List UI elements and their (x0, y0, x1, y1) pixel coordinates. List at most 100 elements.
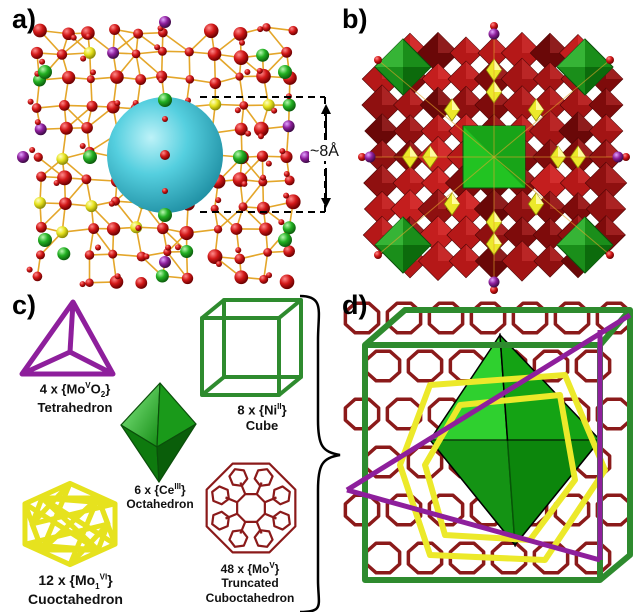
oxygen-atom (244, 69, 251, 76)
oxygen-atom (245, 130, 252, 137)
oxygen-atom (114, 273, 121, 280)
oxygen-atom (135, 74, 147, 85)
mo-oxo-atom (364, 151, 376, 163)
ni-atom (83, 150, 97, 164)
polyhedron-face (550, 62, 567, 79)
oxygen-atom (160, 150, 170, 160)
cuoct-edge (23, 501, 100, 553)
bond (162, 31, 190, 53)
cuoct-edge (40, 495, 117, 547)
tc-hexagon (228, 468, 249, 487)
polyhedron-face (382, 113, 400, 131)
oxygen-atom (31, 103, 42, 113)
bond (262, 252, 269, 280)
polyhedron-face (606, 62, 623, 79)
oxygen-atom (213, 225, 223, 234)
polyhedron-face (438, 241, 458, 261)
oxygen-atom (56, 49, 68, 60)
oxygen-atom (62, 70, 76, 85)
d-ring (406, 541, 444, 575)
ni-atom (256, 48, 270, 62)
polyhedron-face (606, 87, 624, 105)
polyhedron-face (438, 114, 455, 131)
oxygen-atom (95, 244, 102, 251)
oxygen-atom (234, 122, 248, 136)
d-ring (490, 541, 528, 575)
polyhedron-face (550, 33, 570, 53)
octahedron-face (585, 67, 613, 95)
tc-octagon (236, 493, 266, 523)
panel-a-ball-and-stick-structure (17, 16, 312, 290)
polyhedron-face (494, 211, 502, 222)
oxygen-atom (33, 152, 43, 162)
octahedron-face (403, 67, 431, 95)
polyhedron-face (522, 85, 542, 105)
oxygen-atom (162, 116, 168, 122)
oxygen-atom (374, 251, 382, 259)
tc-outline (205, 462, 297, 554)
oxygen-atom (135, 225, 142, 232)
oxygen-atom (179, 225, 194, 241)
label-tetrahedron: 4 x {MoVO2} Tetrahedron (37, 381, 113, 415)
oxygen-atom (271, 107, 278, 114)
mo-oxo-atom (159, 16, 171, 28)
oxygen-atom (35, 250, 45, 260)
polyhedron-face (578, 137, 598, 157)
oxygen-atom (157, 222, 169, 235)
mo-oxo-atom (107, 46, 120, 59)
d-tetrahedron (345, 312, 632, 563)
oxygen-atom (257, 26, 264, 33)
cuoct-edge (24, 541, 99, 553)
mo-polyhedron (501, 240, 543, 282)
polyhedron-face (522, 240, 543, 261)
mo-atom (209, 98, 222, 111)
oxygen-atom (259, 222, 273, 236)
polyhedron-face (494, 36, 511, 53)
mo-atom (56, 152, 69, 165)
oxygen-atom (215, 197, 222, 204)
polyhedron-face (550, 244, 567, 261)
polyhedron-face (550, 191, 568, 209)
oxygen-atom (490, 286, 498, 294)
bond (377, 156, 495, 256)
mo-oxo-atom (488, 28, 500, 40)
tc-edge (239, 482, 247, 495)
oxygen-atom (32, 23, 47, 38)
ni-atom (233, 150, 247, 164)
tc-edge (264, 496, 277, 504)
oxygen-atom (174, 244, 181, 251)
polyhedron-face (438, 32, 459, 53)
ni-atom (158, 208, 172, 222)
oxygen-atom (184, 47, 194, 57)
oxygen-atom (233, 26, 248, 41)
octahedron-face (557, 217, 585, 245)
polyhedron-face (410, 189, 430, 209)
label-truncated-cuboctahedron: 48 x {MoV} Truncated Cuboctahedron (205, 561, 295, 605)
d-octahedron (428, 439, 602, 547)
oxygen-atom (26, 266, 33, 273)
octahedron-face (375, 217, 403, 245)
tc-edge (264, 512, 277, 520)
tc-edge (255, 482, 263, 495)
polyhedron-face (382, 84, 403, 105)
oxygen-atom (80, 55, 87, 62)
octahedron-face (557, 39, 585, 67)
polyhedron-face (494, 59, 502, 70)
bond (242, 181, 264, 208)
polyhedron-face (606, 189, 626, 209)
mo-atom (83, 46, 96, 59)
oxygen-atom (203, 23, 219, 39)
oxygen-atom (59, 121, 73, 135)
bond (493, 156, 611, 256)
grouping-brace (299, 294, 341, 612)
label-octahedron: 6 x {CeIII} Octahedron (126, 482, 194, 512)
oxygen-atom (210, 204, 219, 213)
tc-edge (225, 512, 238, 520)
panel-b-polyhedral-structure (358, 22, 630, 294)
polyhedron-face (410, 88, 427, 105)
oxygen-atom (29, 146, 36, 153)
oxygen-atom (279, 274, 295, 290)
ni-atom (57, 247, 71, 261)
oxygen-atom (374, 56, 382, 64)
ni-atom (180, 245, 194, 259)
